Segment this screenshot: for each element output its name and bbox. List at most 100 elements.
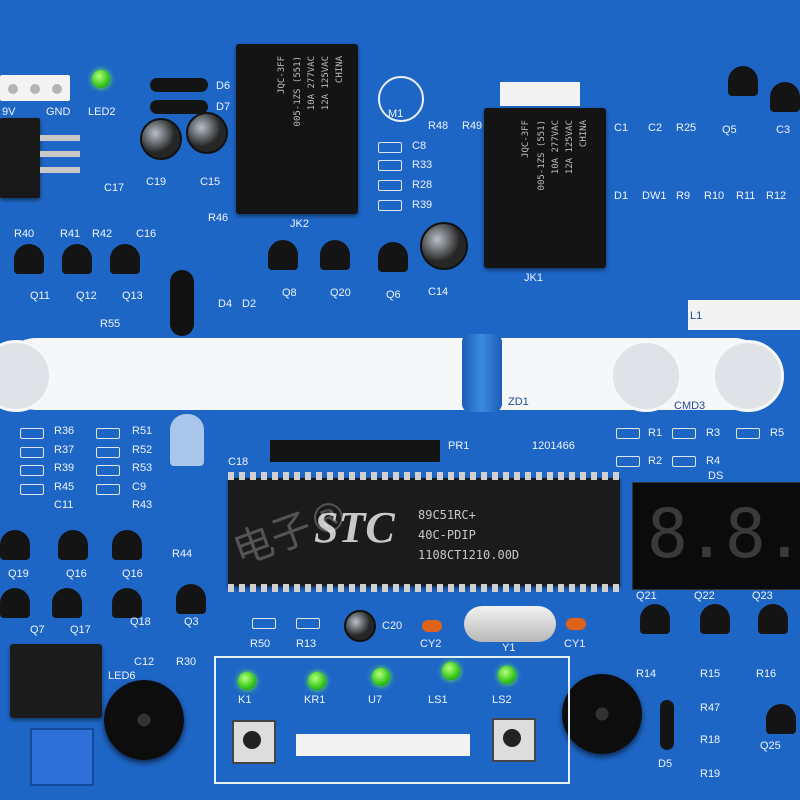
- mounting-hole: [712, 340, 784, 412]
- smd-resistor: [20, 484, 44, 495]
- ir-receiver: [170, 270, 194, 336]
- transistor-q19: [0, 530, 30, 560]
- relay-text: JQC-3FF: [521, 120, 531, 158]
- component-label: CY2: [420, 638, 442, 650]
- chip-u3: [10, 644, 102, 718]
- component-label: R50: [250, 638, 271, 650]
- zd1-label: ZD1: [508, 396, 529, 408]
- smd-resistor: [378, 180, 402, 191]
- component-label: R51: [132, 425, 153, 437]
- component-label: R13: [296, 638, 317, 650]
- component-label: C16: [136, 228, 157, 240]
- component-label: R48: [428, 120, 449, 132]
- component-label: R1: [648, 427, 663, 439]
- component-label: R42: [92, 228, 113, 240]
- component-label: CY1: [564, 638, 586, 650]
- led-6: [498, 666, 516, 684]
- component-label: LED6: [108, 670, 136, 682]
- led-1: [238, 672, 256, 690]
- component-label: Q18: [130, 616, 151, 628]
- display-label: DS: [708, 470, 724, 482]
- component-label: Q7: [30, 624, 45, 636]
- header-l1: [688, 300, 800, 330]
- led-4: [372, 668, 390, 686]
- component-label: LS2: [492, 694, 512, 706]
- component-label: D1: [614, 190, 629, 202]
- component-label: R46: [208, 212, 229, 224]
- led-panel: [214, 656, 570, 784]
- transistor-q25: [766, 704, 796, 734]
- component-label: Q19: [8, 568, 29, 580]
- chip-line-1: 89C51RC+: [418, 508, 476, 522]
- capacitor-cy2: [422, 620, 442, 632]
- push-button-k1[interactable]: [492, 718, 536, 762]
- component-label: Q11: [30, 290, 50, 302]
- chip-pins-bottom: [228, 584, 620, 592]
- mcu-chip: STC 89C51RC+ 40C-PDIP 1108CT1210.00D: [228, 472, 620, 592]
- component-label: R3: [706, 427, 721, 439]
- component-label: Q21: [636, 590, 657, 602]
- label-gnd: GND: [46, 106, 71, 118]
- regulator-legs: [40, 135, 80, 175]
- component-label: R5: [770, 427, 785, 439]
- chip-pins-top: [228, 472, 620, 480]
- component-label: C3: [776, 124, 791, 136]
- component-label: D4: [218, 298, 233, 310]
- smd-resistor: [20, 465, 44, 476]
- button-cap: [243, 731, 261, 749]
- transistor-q18: [112, 588, 142, 618]
- smd-resistor: [378, 160, 402, 171]
- component-label: R41: [60, 228, 81, 240]
- relay-text: CHINA: [579, 120, 589, 148]
- relay-jk1-text: 005-1ZS (551): [536, 120, 548, 190]
- smd-resistor: [672, 428, 696, 439]
- smd-resistor: [96, 428, 120, 439]
- buzzer-ls1: [104, 680, 184, 760]
- component-label: LS1: [428, 694, 448, 706]
- component-label: R10: [704, 190, 725, 202]
- relay-jk1: JQC-3FF 005-1ZS (551) 10A 277VAC 12A 125…: [484, 108, 606, 268]
- component-label: R43: [132, 499, 153, 511]
- component-label: R33: [412, 159, 433, 171]
- component-label: C2: [648, 122, 663, 134]
- relay-jk1-text: 12A 125VAC: [564, 120, 576, 174]
- connector-u7: [296, 734, 470, 756]
- mounting-hole: [610, 340, 682, 412]
- serial-label: 1201466: [532, 440, 575, 452]
- smd-resistor: [296, 618, 320, 629]
- component-label: Q22: [694, 590, 715, 602]
- component-label: Q13: [122, 290, 143, 302]
- transistor-q5: [728, 66, 758, 96]
- led-indicator-2: [92, 70, 110, 88]
- component-label: Q8: [282, 287, 297, 299]
- component-label: Q20: [330, 287, 351, 299]
- header-pin: [52, 84, 62, 94]
- component-label: Q17: [70, 624, 91, 636]
- component-label: C15: [200, 176, 221, 188]
- capacitor-c15: [186, 112, 228, 154]
- seven-segment-display: 8.8.8: [632, 482, 800, 590]
- component-label: R39: [54, 462, 75, 474]
- component-label: R9: [676, 190, 691, 202]
- component-label: Q16: [122, 568, 143, 580]
- relay-jk2-text: JQC-3FF: [276, 56, 288, 94]
- cmd3-label: CMD3: [674, 400, 706, 412]
- transistor-q16b: [112, 530, 142, 560]
- component-label: R28: [412, 179, 433, 191]
- zener-diode: [462, 334, 502, 412]
- component-label: R14: [636, 668, 657, 680]
- component-label: DW1: [642, 190, 667, 202]
- component-label: R11: [736, 190, 756, 202]
- smd-resistor: [96, 447, 120, 458]
- relay-jk2-label: JK2: [290, 218, 309, 230]
- relay-text: 005-1ZS (551): [293, 56, 303, 127]
- relay-jk2: JQC-3FF 005-1ZS (551) 10A 277VAC 12A 125…: [236, 44, 358, 214]
- component-label: C17: [104, 182, 125, 194]
- component-label: C12: [134, 656, 155, 668]
- transistor-q20: [320, 240, 350, 270]
- push-button-kr1[interactable]: [232, 720, 276, 764]
- relay-jk1-text: CHINA: [578, 120, 590, 147]
- component-label: C9: [132, 481, 147, 493]
- button-cap: [503, 729, 521, 747]
